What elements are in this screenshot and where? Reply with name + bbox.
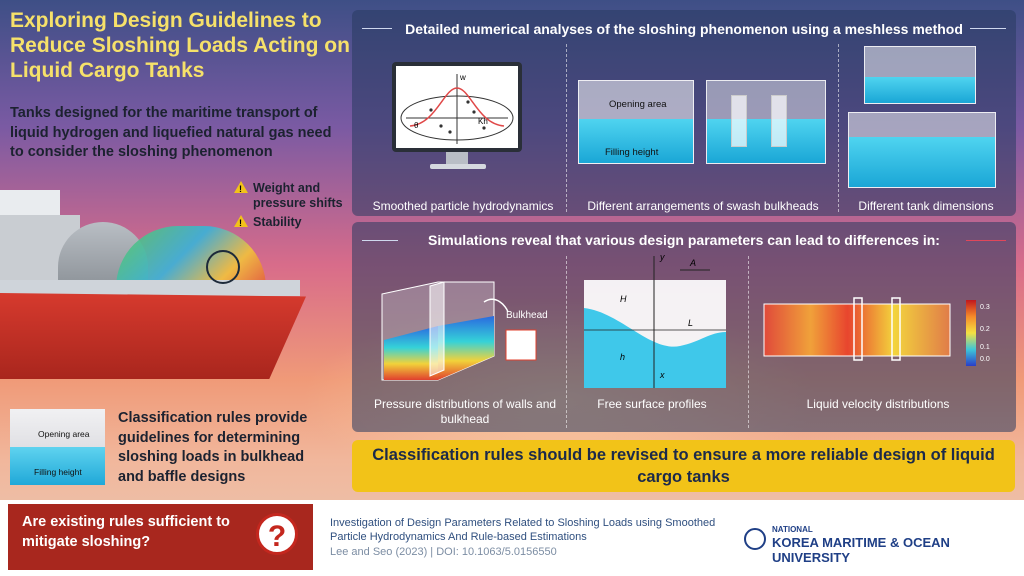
sph-kernel-plot: w θ Kh (396, 66, 518, 148)
opening-area-label: Opening area (38, 429, 90, 439)
tank-small (864, 46, 976, 104)
university-name-line1: NATIONAL (772, 525, 813, 534)
warning-icon (234, 181, 248, 197)
warning-stability-text: Stability (253, 215, 302, 229)
h-upper-label: H (620, 294, 627, 304)
colorbar-tick: 0.0 (980, 356, 990, 363)
x-axis-label: x (659, 370, 665, 380)
divider (566, 44, 567, 212)
caption-sph: Smoothed particle hydrodynamics (372, 199, 554, 213)
colorbar-tick: 0.2 (980, 326, 990, 333)
conclusion-banner: Classification rules should be revised t… (352, 440, 1015, 492)
pressure-distribution-figure (381, 281, 537, 381)
caption-velocity: Liquid velocity distributions (806, 397, 950, 411)
bulkhead-right (771, 95, 787, 147)
reference-title: Investigation of Design Parameters Relat… (330, 517, 716, 543)
free-surface-profile: y A H L h x (584, 252, 726, 388)
tank-water (849, 137, 995, 187)
caption-bulkheads: Different arrangements of swash bulkhead… (587, 199, 819, 213)
question-mark-icon: ? (256, 513, 298, 555)
tank-opening-area: Opening area Filling height (578, 80, 694, 164)
bottom-panel-heading: Simulations reveal that various design p… (428, 232, 940, 248)
caption-free-surface: Free surface profiles (597, 397, 707, 411)
top-panel-heading: Detailed numerical analyses of the slosh… (405, 21, 963, 37)
monitor-icon: w θ Kh (392, 62, 522, 152)
colorbar-tick: 0.1 (980, 344, 990, 351)
kernel-graph: w θ Kh (400, 73, 514, 144)
university-logo-icon (744, 528, 766, 550)
divider (566, 256, 567, 428)
h-lower-label: h (620, 352, 625, 362)
divider (838, 44, 839, 212)
ship-hull (0, 293, 306, 379)
heading-rule-left (362, 28, 392, 29)
bulkhead-label: Bulkhead (506, 310, 548, 321)
colorbar-ticks: 0.3 0.2 0.1 0.0 (980, 297, 990, 365)
heading-rule-left (362, 240, 398, 241)
w-label: w (459, 73, 466, 82)
reference-citation: Lee and Seo (2023) | DOI: 10.1063/5.0156… (330, 546, 557, 558)
caption-dimensions: Different tank dimensions (858, 199, 994, 213)
classification-tank-image: Opening area Filling height (10, 409, 105, 485)
bulkhead-left (731, 95, 747, 147)
heading-rule-right (966, 240, 1006, 241)
tank-water (579, 119, 693, 163)
caption-pressure: Pressure distributions of walls and bulk… (373, 397, 557, 426)
filling-height-label: Filling height (34, 467, 82, 477)
opening-area-label: Opening area (609, 99, 667, 110)
classification-text: Classification rules provide guidelines … (118, 410, 308, 485)
ship-deck (0, 280, 300, 296)
y-axis-label: y (659, 252, 665, 262)
monitor-base (430, 164, 486, 169)
warning-stability: Stability (234, 215, 302, 231)
university-name-line2: KOREA MARITIME & OCEAN UNIVERSITY (772, 535, 950, 565)
warning-weight-text: Weight and pressure shifts (253, 181, 343, 210)
magnifier-circle (206, 250, 240, 284)
kh-label: Kh (478, 117, 488, 126)
tank-bulkheads (706, 80, 826, 164)
warning-weight: Weight and pressure shifts (234, 181, 348, 211)
warning-icon (234, 215, 248, 231)
monitor-stand (446, 152, 468, 164)
question-text: Are existing rules sufficient to mitigat… (22, 514, 230, 550)
l-label: L (688, 318, 693, 328)
colorbar (966, 300, 976, 366)
tank-large (848, 112, 996, 188)
colorbar-tick: 0.3 (980, 304, 990, 311)
heading-rule-right (970, 28, 1006, 29)
tank-water (865, 77, 975, 103)
divider (748, 256, 749, 428)
page-title: Exploring Design Guidelines to Reduce Sl… (10, 9, 350, 82)
velocity-distribution-figure (763, 297, 951, 361)
theta-label: θ (414, 121, 419, 130)
subtitle: Tanks designed for the maritime transpor… (10, 105, 332, 160)
tank-water (707, 119, 825, 163)
filling-height-label: Filling height (605, 147, 659, 158)
a-label: A (689, 258, 696, 268)
